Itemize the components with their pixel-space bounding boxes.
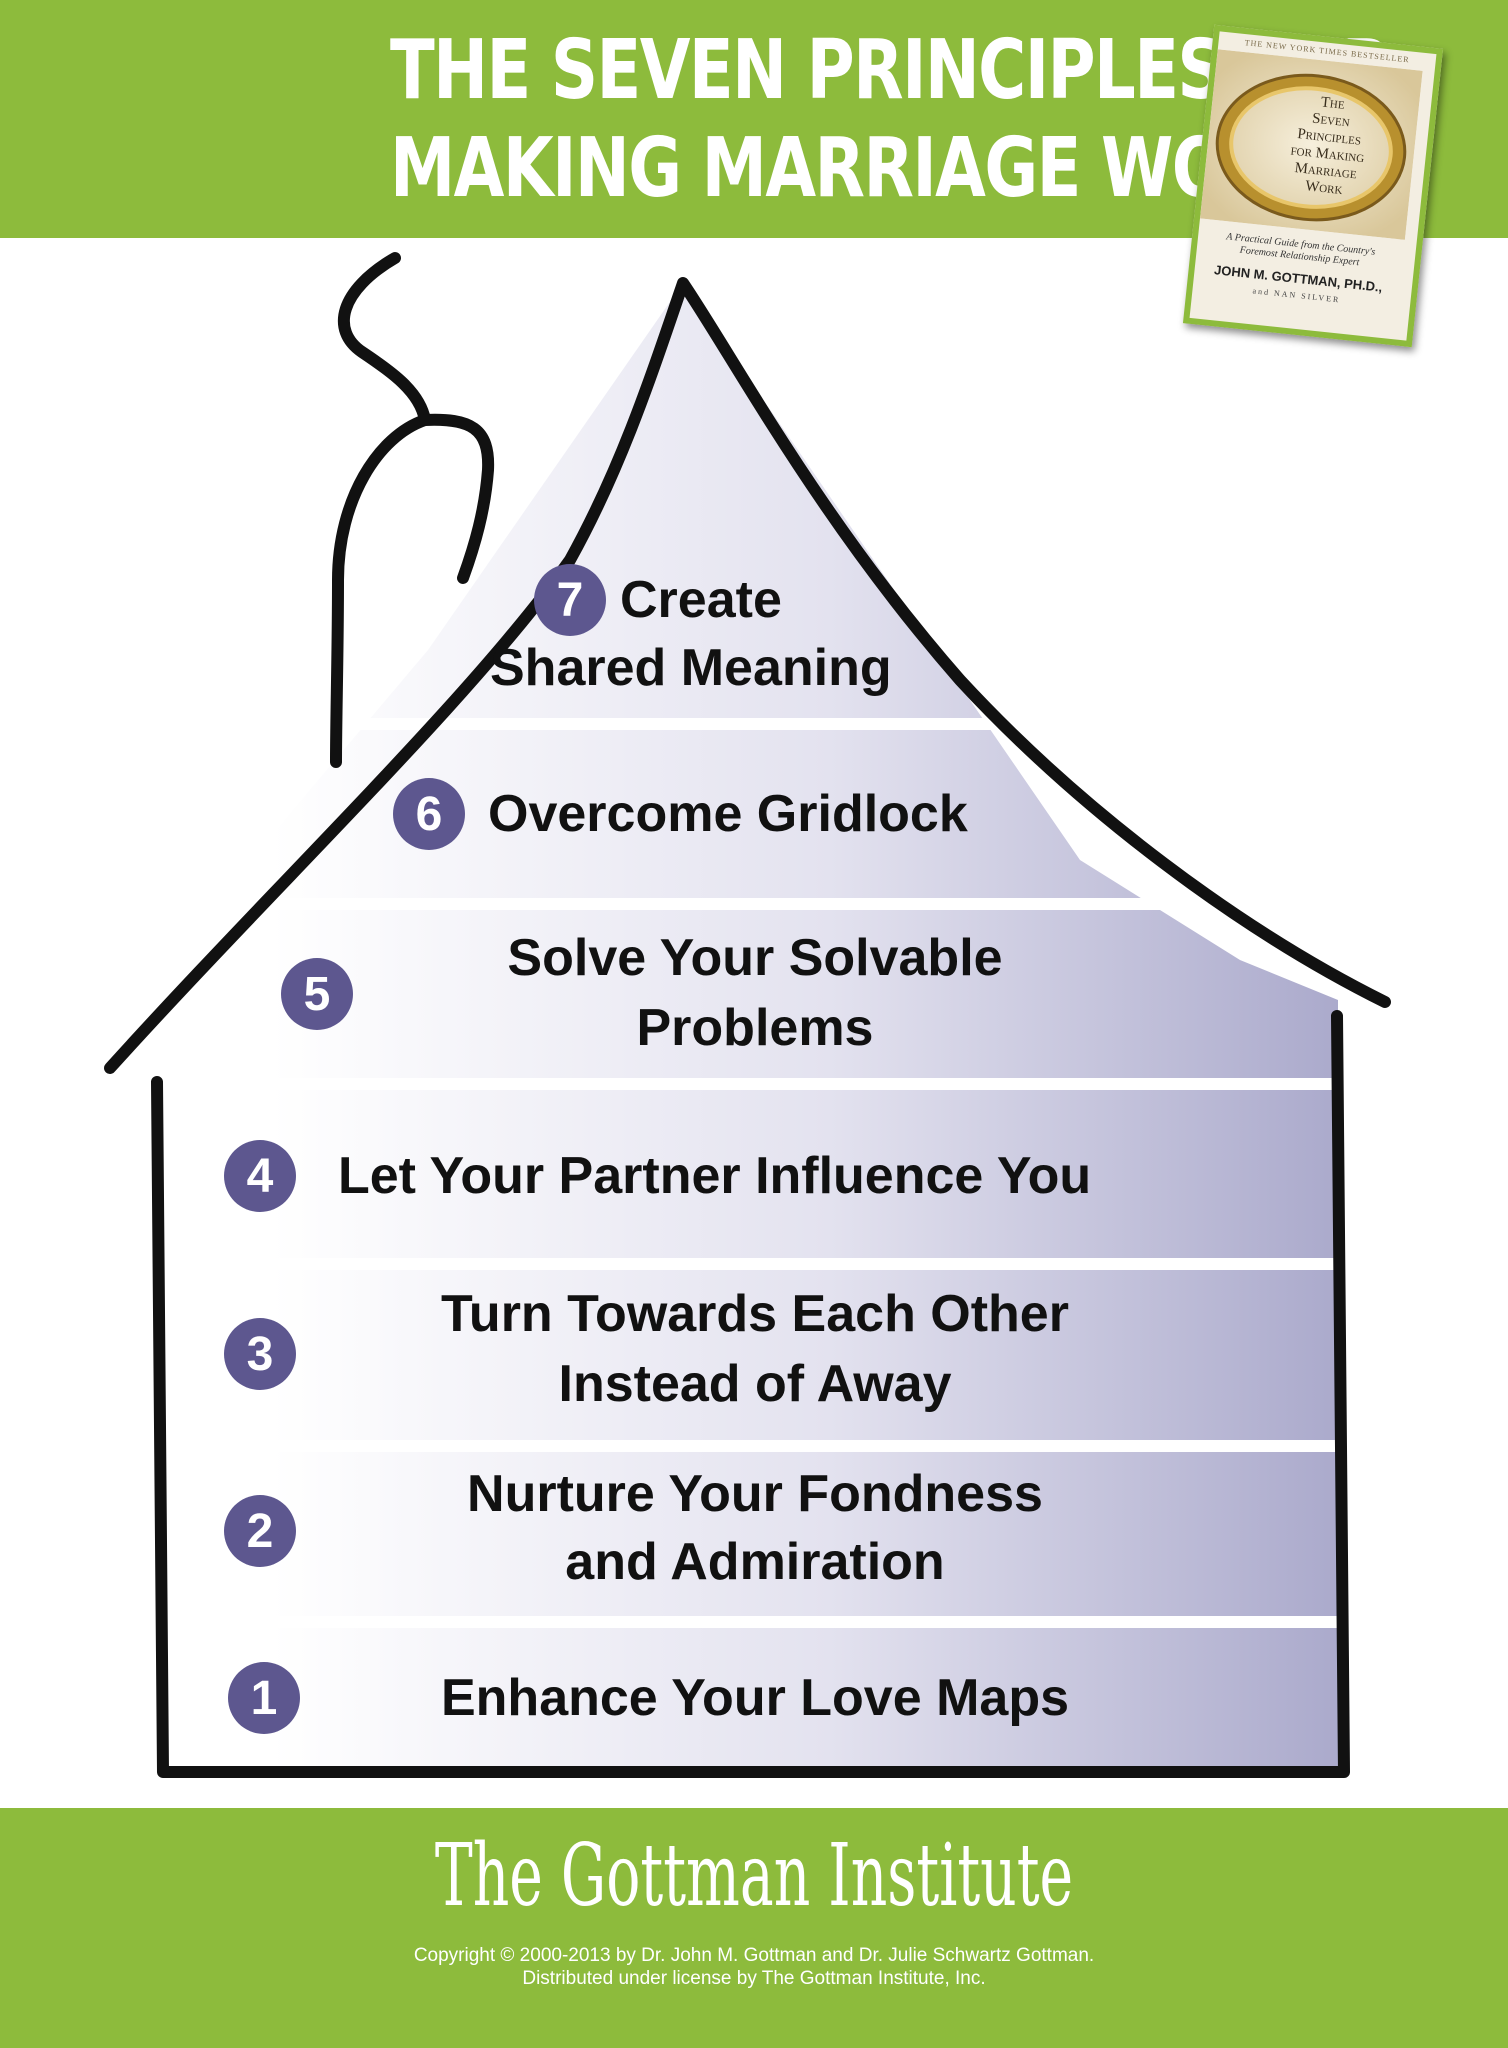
principle-4-line1: Let Your Partner Influence You xyxy=(338,1147,1092,1205)
principle-2-line2: and Admiration xyxy=(565,1533,945,1591)
principle-2-badge: 2 xyxy=(224,1495,296,1567)
band-2 xyxy=(160,1452,1338,1616)
principle-5-line2: Problems xyxy=(636,999,874,1057)
house-walls xyxy=(151,1010,1350,1778)
principle-5-line1: Solve Your Solvable xyxy=(507,929,1003,987)
copyright-line-1: Copyright © 2000-2013 by Dr. John M. Got… xyxy=(413,1945,1095,1966)
principle-2-line1: Nurture Your Fondness xyxy=(467,1465,1043,1523)
principle-7-line2: Shared Meaning xyxy=(490,639,892,697)
principle-1-line1: Enhance Your Love Maps xyxy=(440,1669,1069,1727)
principle-1-badge: 1 xyxy=(228,1662,300,1734)
principle-3-line1: Turn Towards Each Other xyxy=(441,1285,1069,1343)
band-4 xyxy=(160,1090,1338,1258)
principle-6-badge: 6 xyxy=(393,778,465,850)
band-5 xyxy=(160,910,1338,1078)
principle-6-line1: Overcome Gridlock xyxy=(488,785,968,843)
principle-3-line2: Instead of Away xyxy=(558,1355,952,1413)
footer-banner xyxy=(0,1808,1508,2048)
principle-7-badge: 7 xyxy=(534,564,606,636)
book-cover: THE NEW YORK TIMES BESTSELLER The Seven … xyxy=(1182,24,1444,348)
house-diagram xyxy=(104,252,1391,1778)
principle-3-badge: 3 xyxy=(224,1318,296,1390)
roof-outline xyxy=(104,277,1391,1074)
copyright-notice: Copyright © 2000-2013 by Dr. John M. Got… xyxy=(0,1944,1508,1990)
band-1 xyxy=(160,1628,1338,1778)
brand-logo-text: The Gottman Institute xyxy=(434,1826,1074,1926)
chimney-smoke-left xyxy=(330,252,431,768)
chimney-smoke-right xyxy=(419,413,495,584)
principle-5-badge: 5 xyxy=(281,958,353,1030)
principle-7-line1: Create xyxy=(620,571,782,629)
band-3 xyxy=(160,1270,1338,1440)
copyright-line-2: Distributed under license by The Gottman… xyxy=(522,1968,986,1989)
wedding-ring-icon xyxy=(1199,49,1423,240)
principle-4-badge: 4 xyxy=(224,1140,296,1212)
